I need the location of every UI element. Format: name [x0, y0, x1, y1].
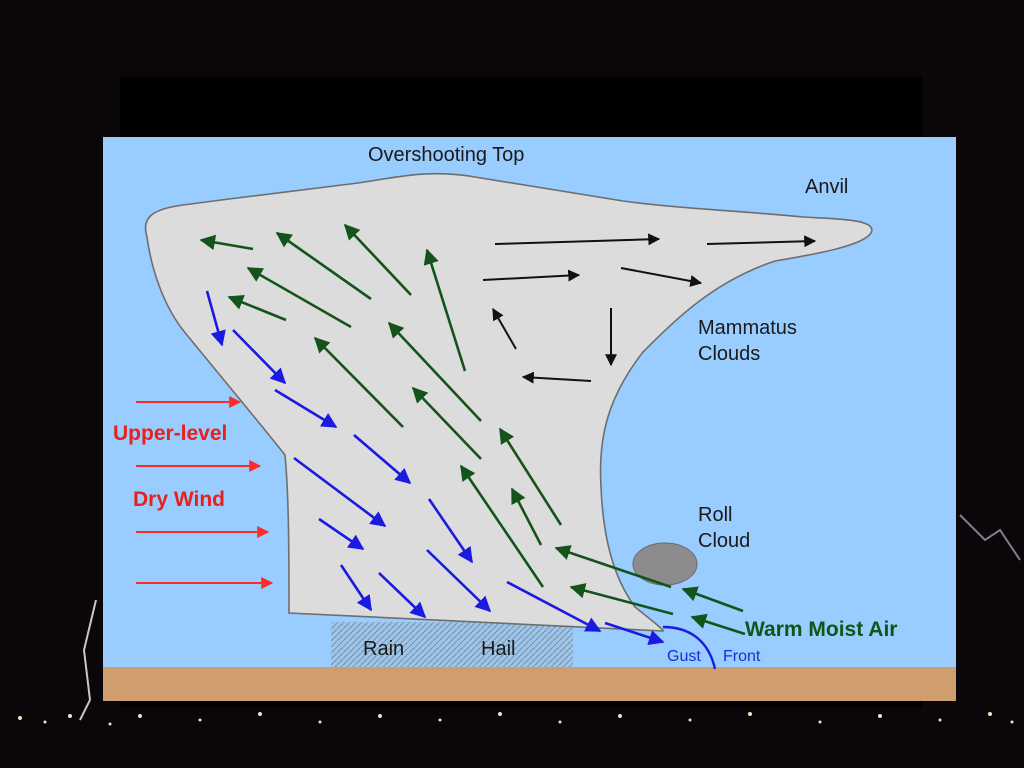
updraft-arrow [411, 386, 482, 460]
downdraft-arrow [427, 498, 474, 564]
ground [103, 667, 956, 701]
precipitation-area [331, 622, 573, 667]
updraft-arrow [343, 223, 412, 296]
updraft-arrow [313, 336, 404, 428]
outflow-arrow [482, 269, 581, 282]
updraft-arrow [275, 231, 372, 301]
dry-wind-arrows [136, 396, 274, 589]
outflow-arrow [492, 307, 517, 350]
downdraft-arrow [205, 290, 226, 347]
thunderstorm-diagram: Overshooting Top Anvil Mammatus Clouds R… [103, 137, 956, 701]
front-label: Front [723, 648, 761, 665]
overshooting-top-label: Overshooting Top [368, 144, 525, 166]
downdraft-arrow [293, 456, 387, 528]
updraft-arrow [554, 545, 672, 589]
hail-label: Hail [481, 638, 516, 660]
roll-cloud-label-line2: Cloud [698, 530, 751, 552]
downdraft-arrow [318, 517, 365, 551]
updraft-arrow [423, 248, 467, 372]
thunderstorm-cloud [144, 172, 873, 632]
lightning-bolt-right [959, 514, 1021, 561]
updraft-arrow [690, 613, 746, 636]
outflow-arrow [706, 235, 817, 248]
outflow-arrow [620, 267, 703, 287]
lightning-bolt-left [79, 599, 97, 721]
downdraft-arrow [232, 329, 287, 385]
downdraft-arrow [353, 434, 412, 485]
downdraft-arrow [426, 549, 492, 613]
outflow-arrow [494, 233, 661, 246]
upper-level-label: Upper-level [113, 422, 228, 445]
roll-cloud-label-line1: Roll [698, 504, 733, 526]
updraft-arrows [199, 223, 746, 636]
mammatus-clouds-label: Mammatus Clouds [698, 315, 797, 367]
mammatus-label-line2: Clouds [698, 343, 761, 365]
rain-label: Rain [363, 638, 405, 660]
city-lights [18, 712, 1014, 726]
updraft-arrow [387, 321, 482, 422]
downdraft-arrow [339, 564, 373, 612]
mammatus-label-line1: Mammatus [698, 317, 797, 339]
outflow-arrow [521, 371, 592, 384]
anvil-label: Anvil [805, 176, 849, 198]
outflow-arrows [482, 233, 817, 384]
updraft-arrow [498, 427, 563, 526]
updraft-arrow [246, 266, 352, 329]
downdraft-arrow [274, 388, 338, 429]
roll-cloud-label: Roll Cloud [698, 502, 750, 554]
updraft-arrow [681, 586, 744, 613]
downdraft-arrow [604, 621, 665, 646]
warm-moist-air-label: Warm Moist Air [745, 618, 898, 641]
updraft-arrow [199, 234, 254, 251]
dry-wind-label: Dry Wind [133, 488, 225, 511]
downdraft-arrow [506, 580, 602, 633]
diagram-graphics [103, 137, 956, 701]
updraft-arrow [569, 583, 674, 616]
downdraft-arrow [378, 572, 427, 619]
updraft-arrow [510, 487, 543, 546]
updraft-arrow [459, 464, 545, 588]
gust-front-curve [662, 625, 717, 670]
gust-label: Gust [667, 648, 701, 665]
updraft-arrow [227, 295, 287, 322]
downdraft-arrows [205, 290, 717, 670]
